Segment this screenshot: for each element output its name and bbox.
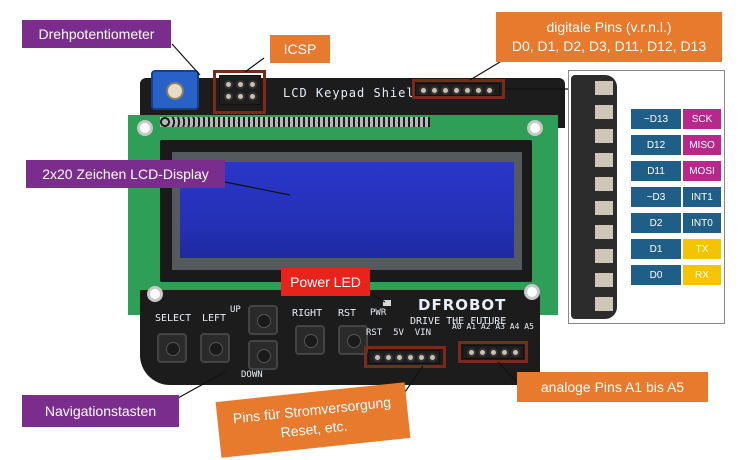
connector-lcd	[224, 181, 291, 196]
label-digital-pins-line2: D0, D1, D2, D3, D11, D12, D13	[511, 38, 707, 54]
pinmap-function-label: INT0	[683, 213, 721, 233]
label-pwr: PWR	[370, 308, 387, 318]
digital-pin-header	[415, 83, 500, 96]
power-pins-highlight-box	[364, 346, 446, 368]
rst-button	[338, 325, 368, 355]
pinmap-pin-label: D1	[631, 239, 681, 259]
digital-pin	[430, 86, 439, 95]
pinmap-function-label: SCK	[683, 109, 721, 129]
digital-pin	[474, 86, 483, 95]
label-right: RIGHT	[292, 308, 323, 319]
pinmap-header-pins	[595, 81, 613, 313]
digital-pin	[485, 86, 494, 95]
solder-pad-row	[160, 117, 430, 127]
pinmap-pin-label: D2	[631, 213, 681, 233]
label-analog-pins: analoge Pins A1 bis A5	[517, 372, 708, 402]
analog-pin	[489, 348, 498, 357]
label-down: DOWN	[241, 370, 263, 380]
pinmap-pin-label: D0	[631, 265, 681, 285]
pinmap-function-label: MOSI	[683, 161, 721, 181]
pinmap-function-label: TX	[683, 239, 721, 259]
connector-nav	[177, 371, 226, 399]
up-button	[248, 305, 278, 335]
power-pin-header	[368, 350, 440, 364]
potentiometer	[151, 70, 199, 110]
power-pin	[428, 353, 437, 362]
label-up: UP	[230, 305, 241, 315]
label-power-led: Power LED	[281, 268, 370, 296]
label-digital-pins: digitale Pins (v.r.n.l.) D0, D1, D2, D3,…	[496, 12, 722, 62]
digital-pin	[452, 86, 461, 95]
label-digital-pins-line1: digitale Pins (v.r.n.l.)	[546, 19, 672, 36]
pinmap-function-label: RX	[683, 265, 721, 285]
pinmap-pin-label: ~D3	[631, 187, 681, 207]
pinmap-function-label: INT1	[683, 187, 721, 207]
power-pin	[395, 353, 404, 362]
select-button	[157, 333, 187, 363]
pinmap-pin-label: D12	[631, 135, 681, 155]
analog-pin-header	[462, 345, 524, 359]
power-pin	[373, 353, 382, 362]
brand-logo: DFROBOT	[418, 296, 507, 314]
label-drehpotentiometer: Drehpotentiometer	[22, 20, 171, 48]
label-navigation-keys: Navigationstasten	[22, 395, 179, 427]
potentiometer-knob	[166, 82, 184, 100]
power-pin	[384, 353, 393, 362]
down-button	[248, 340, 278, 370]
label-icsp: ICSP	[270, 35, 330, 63]
pinmap-function-label: MISO	[683, 135, 721, 155]
mounting-hole-br	[524, 284, 540, 300]
right-button	[295, 325, 325, 355]
label-lcd-display: 2x20 Zeichen LCD-Display	[26, 160, 225, 188]
digital-pin	[419, 86, 428, 95]
board-title-silkscreen: LCD Keypad Shield	[283, 86, 423, 100]
icsp-header	[219, 75, 261, 105]
analog-pins-silkscreen: A0 A1 A2 A3 A4 A5	[452, 322, 534, 331]
digital-pin	[463, 86, 472, 95]
pinmap-pin-label: D11	[631, 161, 681, 181]
digital-pins-highlight-box	[412, 79, 505, 99]
power-pin	[406, 353, 415, 362]
connector-icsp	[244, 57, 265, 73]
power-pin	[417, 353, 426, 362]
digital-pin	[441, 86, 450, 95]
power-pins-silkscreen: RST 5V VIN	[366, 328, 432, 338]
icsp-pin	[224, 92, 233, 101]
pinmap-pin-label: ~D13	[631, 109, 681, 129]
mounting-hole-bl	[147, 286, 163, 302]
icsp-pin	[248, 80, 257, 89]
connector-poti	[171, 43, 201, 76]
connector-power-pins	[404, 365, 424, 393]
label-rst: RST	[338, 308, 357, 319]
pinmap-header-photo	[571, 75, 617, 319]
mounting-hole-tr	[527, 120, 543, 136]
analog-pin	[511, 348, 520, 357]
analog-pins-highlight-box	[458, 341, 528, 363]
icsp-pin	[224, 80, 233, 89]
icsp-pin	[248, 92, 257, 101]
brand-slogan: DRIVE THE FUTURE	[410, 316, 507, 327]
left-button	[200, 333, 230, 363]
mounting-hole-tl	[137, 120, 153, 136]
icsp-pin	[236, 92, 245, 101]
analog-pin	[467, 348, 476, 357]
label-select: SELECT	[155, 313, 192, 324]
icsp-pin	[236, 80, 245, 89]
icsp-highlight-box	[213, 70, 266, 114]
analog-pin	[500, 348, 509, 357]
lcd-screen	[180, 162, 514, 258]
label-left: LEFT	[202, 313, 227, 324]
connector-analog	[497, 361, 521, 386]
power-led	[383, 300, 391, 306]
analog-pin	[478, 348, 487, 357]
